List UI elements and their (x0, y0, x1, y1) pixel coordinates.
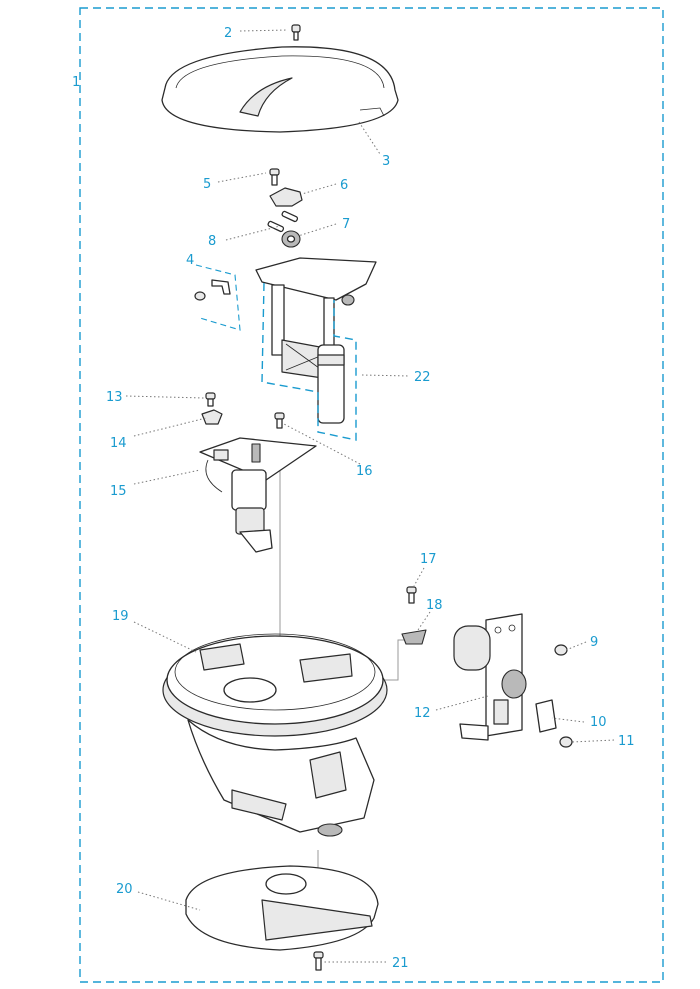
part-pins-8 (267, 210, 299, 233)
part-screw-21 (313, 951, 324, 971)
part-screw-5 (269, 168, 280, 186)
part-screw-11 (559, 736, 573, 748)
part-bracket-4 (194, 264, 241, 331)
callout-15: 15 (110, 484, 127, 499)
part-motor-pcb-15 (199, 437, 317, 553)
callout-1: 1 (72, 75, 80, 90)
callout-3: 3 (382, 154, 390, 169)
callout-11: 11 (618, 734, 635, 749)
part-screw-16 (274, 412, 285, 429)
part-base-housing-19 (162, 633, 388, 837)
callout-12: 12 (414, 706, 431, 721)
callout-7: 7 (342, 217, 350, 232)
leader-lines (125, 29, 615, 963)
part-cap-18 (401, 629, 427, 645)
callout-2: 2 (224, 26, 232, 41)
part-screw-9 (554, 644, 568, 656)
callout-19: 19 (112, 609, 129, 624)
part-drive-motor-12 (453, 613, 527, 741)
part-bottom-cover-20 (185, 865, 379, 951)
callout-6: 6 (340, 178, 348, 193)
callout-8: 8 (208, 234, 216, 249)
part-drive-mechanism-22 (255, 257, 377, 441)
callout-labels: 1 2 3 4 5 6 7 8 9 10 11 12 13 14 15 16 1… (72, 26, 635, 971)
assembly-axis (279, 470, 319, 870)
assembly-boundary (79, 7, 664, 983)
callout-20: 20 (116, 882, 133, 897)
callout-17: 17 (420, 552, 437, 567)
callout-10: 10 (590, 715, 607, 730)
callout-5: 5 (203, 177, 211, 192)
callout-4: 4 (186, 253, 194, 268)
callout-14: 14 (110, 436, 127, 451)
part-screw-17 (406, 586, 417, 604)
callout-21: 21 (392, 956, 409, 971)
part-bracket-6 (269, 187, 303, 207)
callout-13: 13 (106, 390, 123, 405)
part-screw-13 (205, 392, 216, 407)
part-clip-14 (201, 409, 223, 425)
part-top-lid-3 (161, 46, 399, 133)
part-plate-10 (535, 699, 557, 733)
callout-18: 18 (426, 598, 443, 613)
callout-9: 9 (590, 635, 598, 650)
callout-22: 22 (414, 370, 431, 385)
part-screw-2 (291, 24, 301, 41)
callout-16: 16 (356, 464, 373, 479)
part-bearing-7 (281, 230, 301, 248)
